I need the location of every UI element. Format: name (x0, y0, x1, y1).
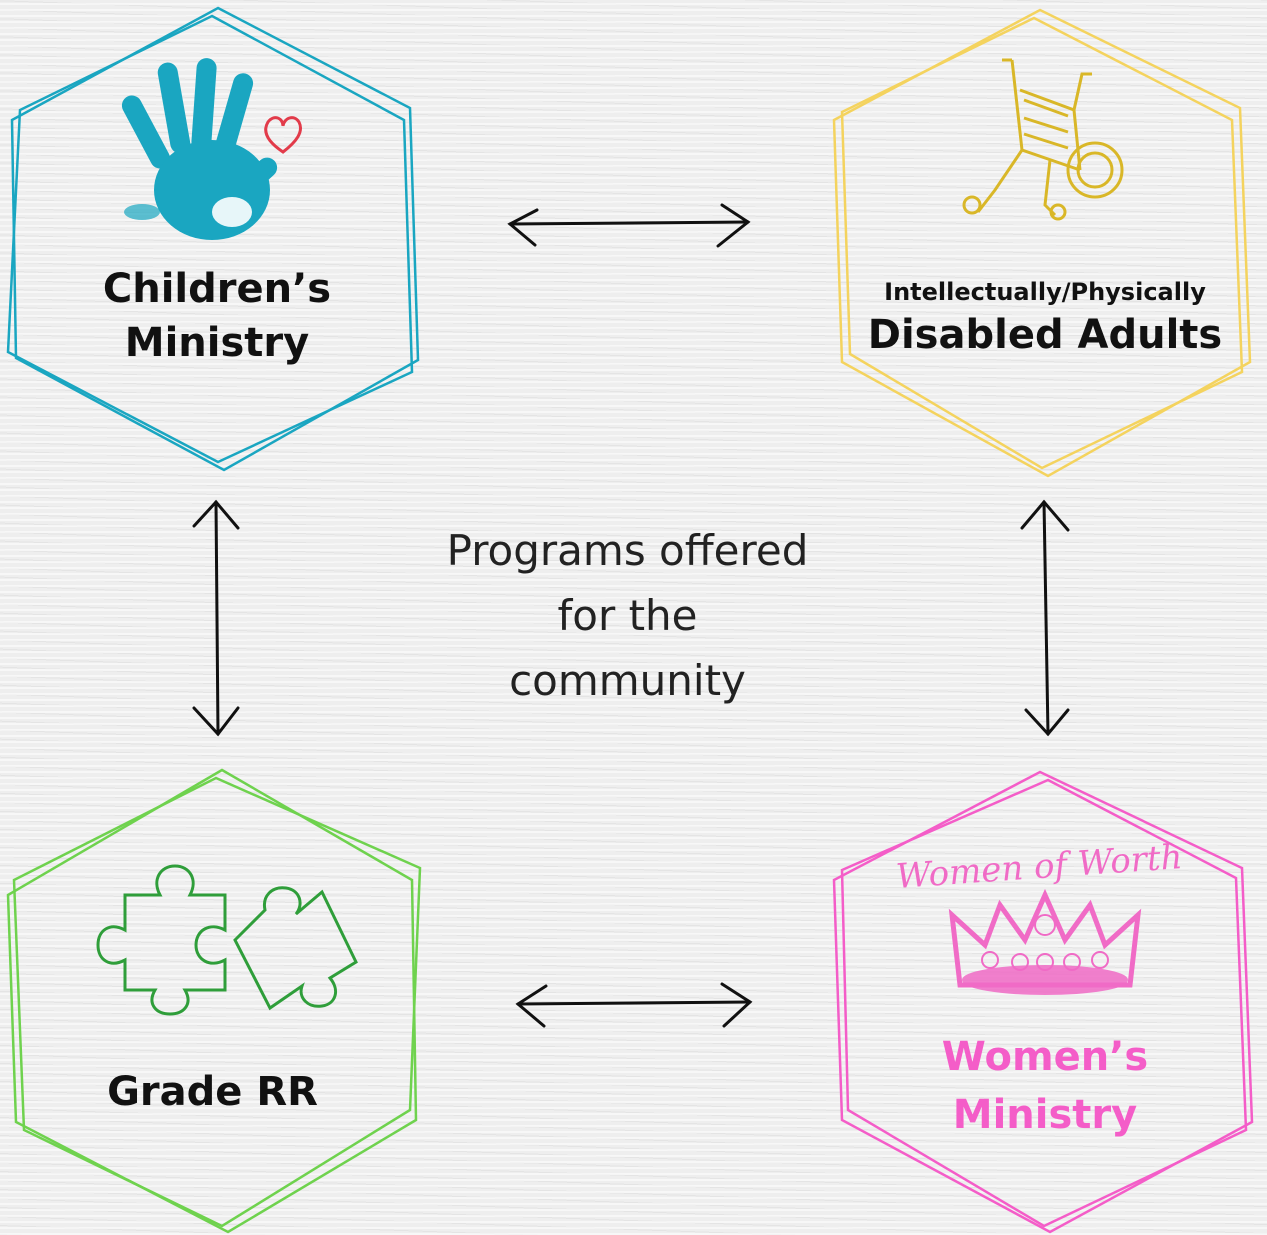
caption-line: Programs offered (446, 526, 809, 575)
connector-arrow-right (1020, 499, 1070, 737)
childrens-ministry-label: Children’s Ministry (67, 262, 367, 370)
grade-rr-label: Grade RR (60, 1062, 365, 1122)
label-line: Disabled Adults (867, 312, 1223, 358)
puzzle-pieces-icon (96, 864, 358, 1016)
center-caption: Programs offered for the community (395, 518, 860, 713)
caption-line: community (509, 656, 746, 705)
label-line: Children’s (102, 266, 332, 312)
connector-arrow-bottom (515, 982, 753, 1028)
crown-icon (948, 888, 1142, 995)
women-of-worth-logo: Women of Worth (895, 837, 1184, 897)
label-line: Women’s (941, 1034, 1149, 1080)
node-grade-rr (6, 768, 422, 1234)
connector-arrow-top (507, 203, 751, 248)
node-womens-ministry: Women of Worth (832, 770, 1254, 1234)
heart-icon (264, 116, 302, 154)
hexagon-outline (832, 8, 1252, 478)
label-line: Ministry (124, 320, 310, 366)
hexagon-outline (6, 6, 420, 472)
node-disabled-adults (832, 8, 1252, 478)
connector-arrow-left (192, 499, 240, 737)
hexagon-outline (832, 770, 1254, 1234)
label-line: Intellectually/Physically (884, 278, 1206, 306)
womens-ministry-label: Women’s Ministry (890, 1028, 1200, 1144)
disabled-adults-label: Intellectually/Physically Disabled Adult… (830, 274, 1260, 360)
label-line: Grade RR (107, 1069, 318, 1115)
handprint-icon (121, 58, 278, 240)
node-childrens-ministry (6, 6, 420, 472)
label-line: Ministry (952, 1092, 1138, 1138)
wheelchair-icon (962, 58, 1124, 221)
hexagon-outline (6, 768, 422, 1234)
caption-line: for the (557, 591, 698, 640)
